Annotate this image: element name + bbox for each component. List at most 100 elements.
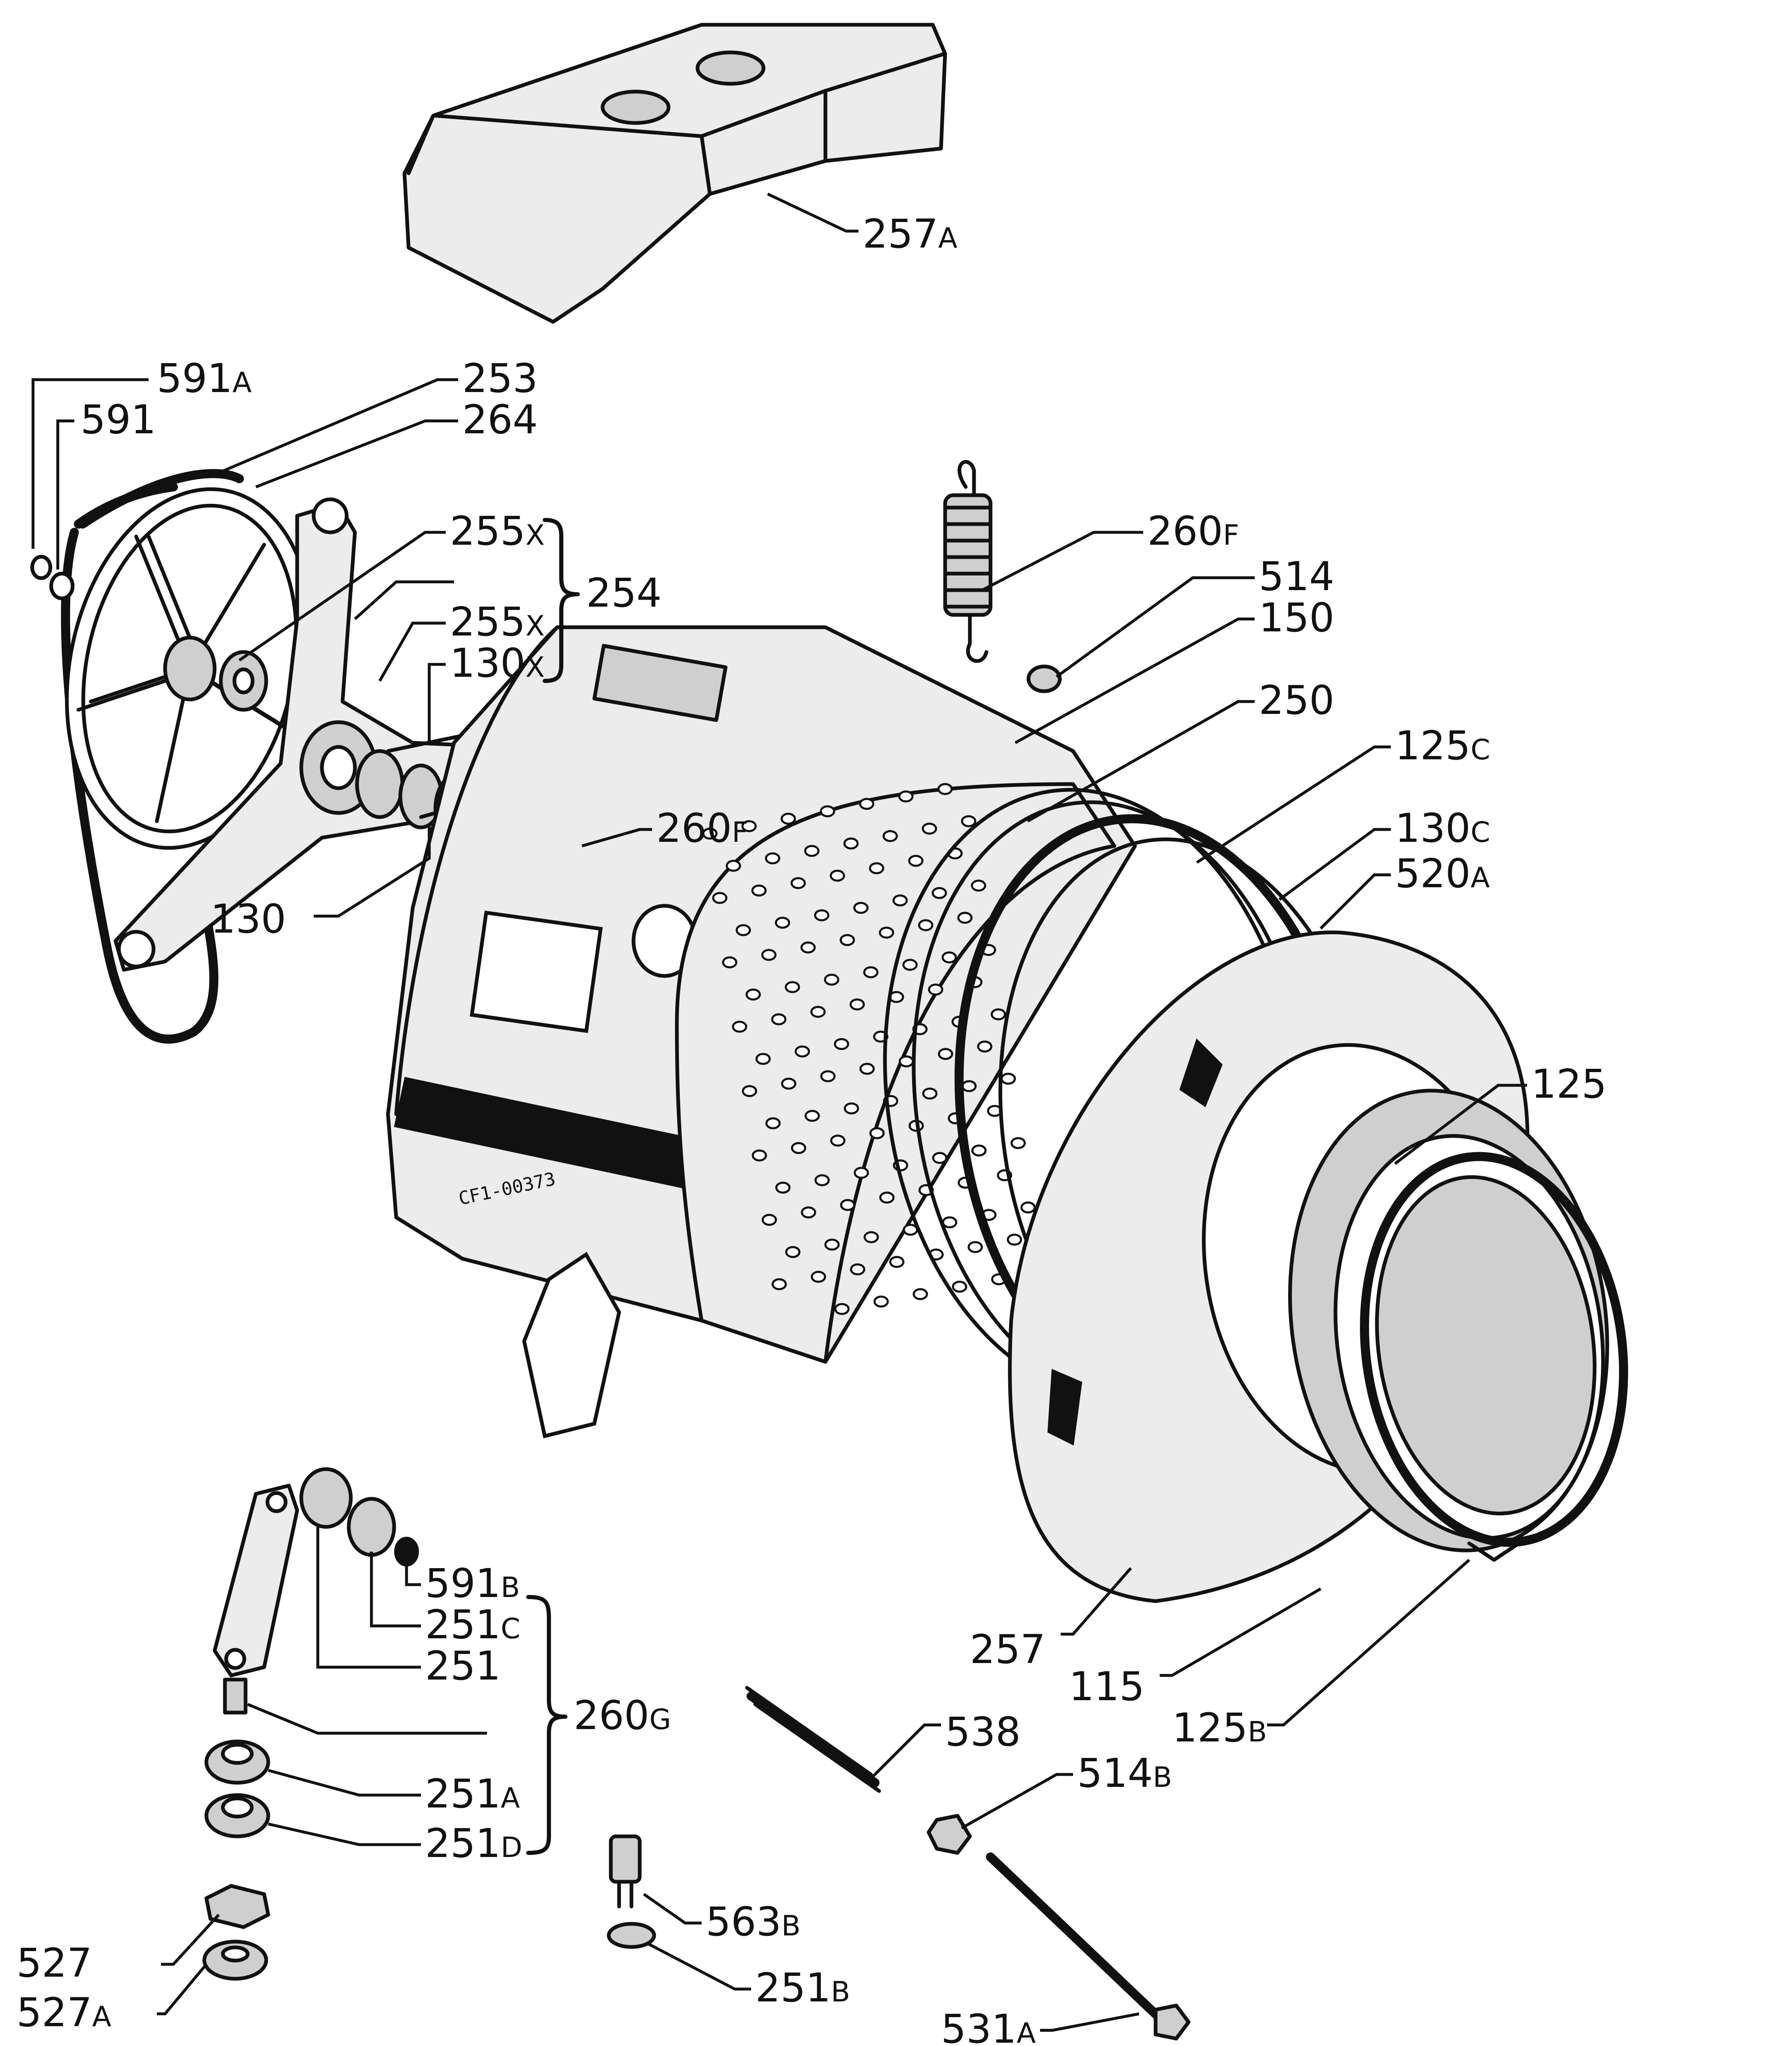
label-251C: 251C [425,1602,520,1648]
perforation-hole [824,973,839,986]
perforation-hole [918,919,934,931]
spacer-514B [927,1814,972,1855]
perforation-hole [810,1006,826,1018]
shock-absorber-caps [299,1467,419,1566]
perforation-hole [820,1070,836,1082]
perforation-hole [967,1241,983,1253]
perforation-hole [830,1134,846,1147]
label-254: 254 [586,570,662,616]
perforation-hole [849,998,865,1011]
perforation-hole [814,909,830,921]
spring-bushing [1026,664,1062,693]
perforation-hole [781,1077,797,1090]
perforation-hole [732,1021,747,1033]
label-531A: 531A [941,2006,1036,2046]
perforation-hole [843,837,859,850]
perforation-hole [840,1199,856,1211]
label-260F-side: 260F [656,805,748,851]
perforation-hole [942,1216,957,1229]
perforation-hole [800,941,816,954]
perforation-hole [902,959,918,971]
perforation-hole [761,1214,777,1226]
label-125: 125 [1531,1061,1607,1107]
perforation-hole [941,951,957,964]
perforation-hole [771,1013,787,1025]
perforation-hole [814,1174,830,1186]
perforation-hole [932,1152,948,1164]
perforation-hole [794,1045,810,1058]
perforation-hole [785,981,800,993]
label-527A: 527A [17,1989,111,2036]
perforation-hole [1020,1201,1036,1214]
perforation-hole [879,1191,895,1204]
label-591A: 591A [157,355,252,402]
door-gasket [1288,1089,1609,1552]
perforation-hole [801,1206,816,1219]
label-125C: 125C [1395,723,1490,769]
perforation-hole [931,887,947,899]
label-130: 130 [210,896,286,942]
perforation-hole [811,1271,826,1283]
perforation-hole [938,1048,953,1060]
label-260F-top: 260F [1147,508,1239,554]
perforation-hole [765,1117,781,1129]
perforation-hole [898,1055,914,1068]
perforation-hole [751,884,767,897]
label-591B: 591B [425,1560,520,1607]
perforation-hole [771,1278,787,1290]
group-brace-254 [543,518,580,683]
pin-538 [745,1686,881,1793]
label-563B: 563B [706,1899,801,1945]
label-125B: 125B [1172,1705,1267,1751]
perforation-hole [961,1080,977,1092]
label-514: 514 [1259,553,1334,600]
perforation-hole [780,813,796,825]
label-251: 251 [425,1643,501,1689]
perforation-hole [873,1295,889,1308]
label-264: 264 [462,397,538,443]
perforation-hole [859,798,875,810]
label-251A: 251A [425,1771,520,1817]
perforation-hole [830,869,845,882]
perforation-hole [745,988,761,1001]
perforation-hole [869,1127,885,1139]
perforation-hole [839,934,855,946]
perforation-hole [882,830,898,842]
stud-563B [607,1834,656,1949]
perforation-hole [928,983,943,996]
perforation-hole [804,1110,820,1122]
perforation-hole [922,1087,938,1100]
perforation-hole [834,1038,849,1050]
perforation-hole [761,949,777,961]
shock-absorber [213,1484,299,1715]
perforation-hole [850,1263,865,1276]
perforation-hole [741,820,757,832]
label-251D: 251D [425,1820,522,1866]
leader-lines [31,192,1527,2032]
perforation-hole [889,1256,905,1268]
gasket-clamp-ring [1360,1152,1628,1562]
perforation-hole [765,852,780,865]
perforation-hole [790,877,806,889]
perforation-hole [971,1144,987,1157]
perforation-hole [1000,1073,1016,1085]
label-514B: 514B [1077,1750,1172,1796]
label-255X-lower: 255X [450,599,545,645]
perforation-hole [791,1142,806,1154]
perforation-hole [755,1053,771,1065]
perforation-hole [820,805,835,817]
label-251B: 251B [755,1965,850,2011]
bolt-531A [986,1852,1191,2041]
perforation-hole [834,1303,850,1315]
perforation-hole [1010,1137,1026,1149]
perforation-hole [952,1281,967,1293]
group-brace-260G [526,1595,567,1855]
perforation-hole [863,1231,879,1243]
perforation-hole [863,966,879,978]
perforation-hole [991,1008,1006,1021]
label-538: 538 [945,1709,1021,1755]
perforation-hole [937,783,953,795]
counterweight-part [402,23,947,324]
perforation-hole [824,1238,840,1251]
perforation-hole [859,1063,875,1075]
